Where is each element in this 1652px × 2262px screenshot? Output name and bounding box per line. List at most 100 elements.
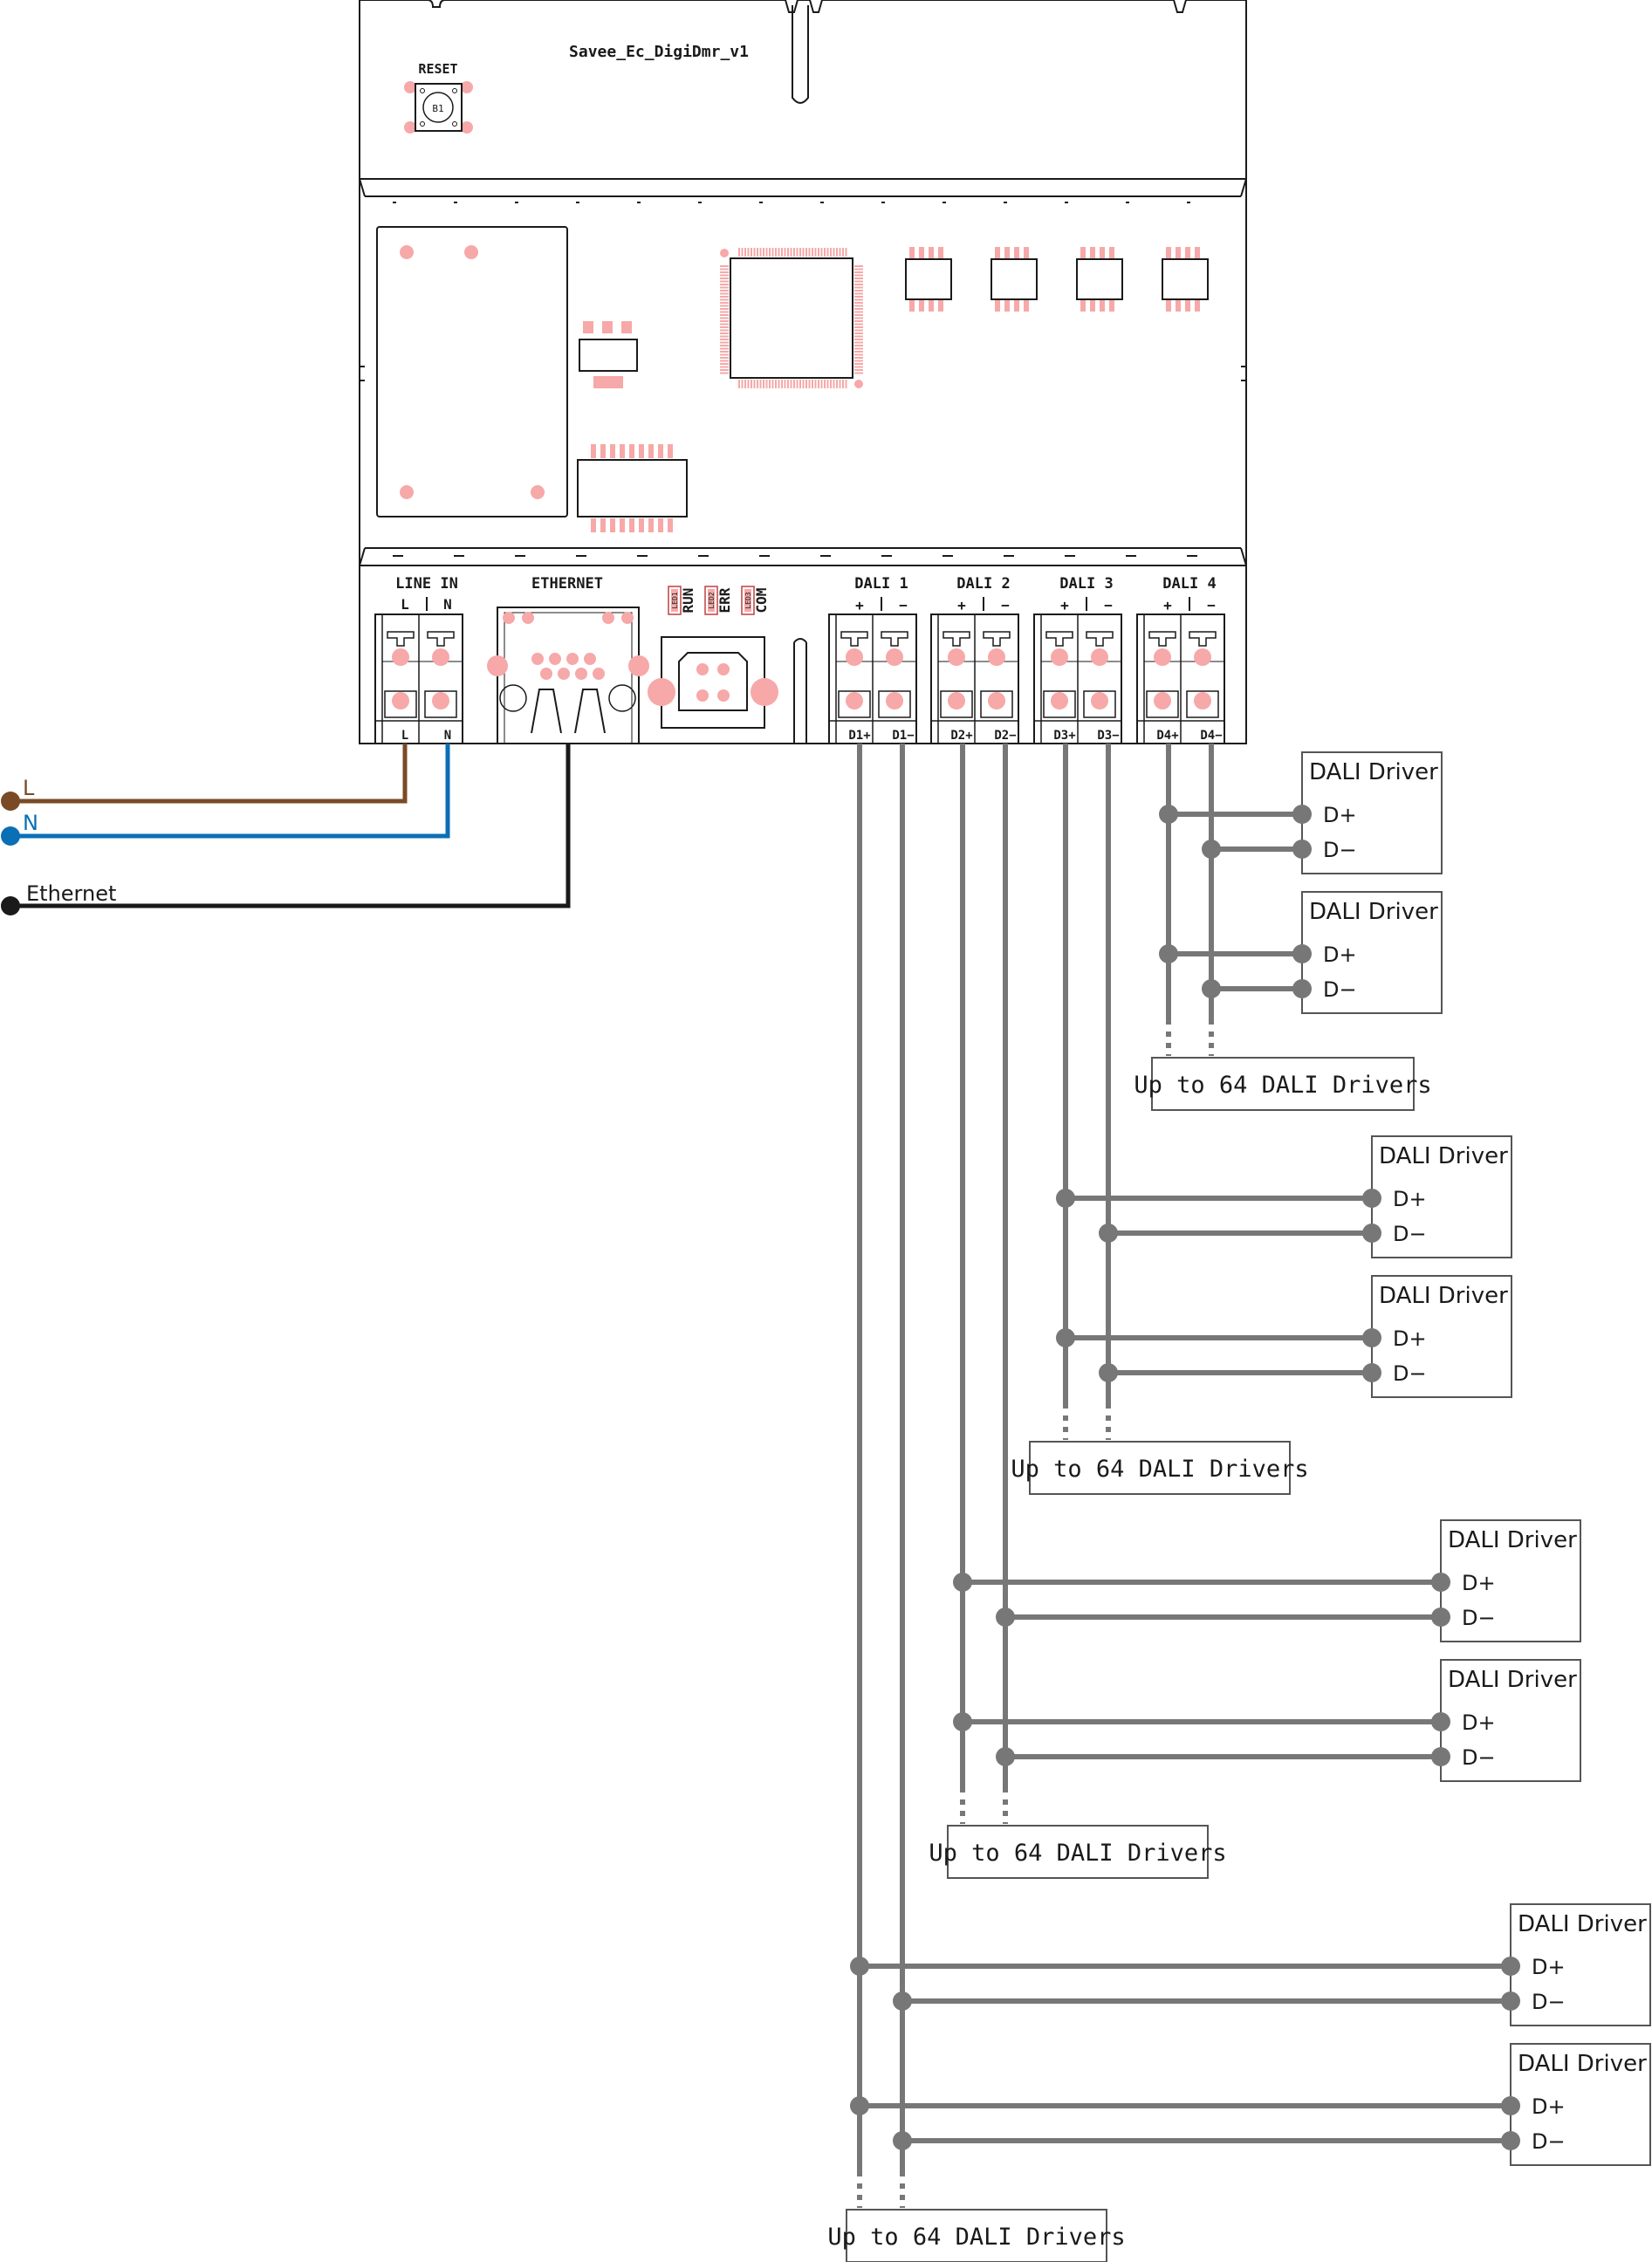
line-in-bottom-l: L [401, 729, 408, 743]
wire-label-l: L [23, 776, 35, 800]
driver-minus-label: D− [1323, 977, 1357, 1002]
driver-plus-label: D+ [1462, 1710, 1496, 1735]
reset-button-ref: B1 [432, 103, 443, 114]
driver-summary: Up to 64 DALI Drivers [929, 1825, 1227, 1879]
led-label: COM [753, 588, 770, 613]
regulator-chip [579, 339, 638, 372]
dali-2-minus-label: − [1001, 597, 1010, 613]
driver-title: DALI Driver [1448, 1527, 1577, 1553]
dali-4-bottom-minus: D4− [1200, 729, 1222, 743]
driver-title: DALI Driver [1309, 759, 1438, 785]
reset-button[interactable]: B1 [404, 81, 473, 134]
driver-summary: Up to 64 DALI Drivers [1134, 1057, 1432, 1111]
driver-summary: Up to 64 DALI Drivers [1011, 1441, 1309, 1495]
dali-4-minus-label: − [1207, 597, 1216, 613]
driver-plus-label: D+ [1323, 942, 1357, 967]
wire-label-n: N [23, 811, 38, 835]
driver-plus-label: D+ [1532, 2094, 1566, 2119]
pcb-components [376, 226, 1209, 532]
dali-2-label: DALI 2 [956, 575, 1010, 593]
driver-minus-label: D− [1393, 1361, 1427, 1386]
led-label: RUN [680, 588, 696, 613]
driver-minus-label: D− [1462, 1745, 1496, 1770]
dali-buses [857, 744, 1214, 2208]
dali-1-bottom-minus: D1− [892, 729, 914, 743]
dali-3-label: DALI 3 [1059, 575, 1113, 593]
dali-4-label: DALI 4 [1162, 575, 1216, 593]
board-name: Savee_Ec_DigiDmr_v1 [569, 43, 749, 61]
module-enclosure [359, 0, 1247, 744]
driver-summary-label: Up to 64 DALI Drivers [1134, 1072, 1431, 1099]
dali-2-bottom-plus: D2+ [950, 729, 972, 743]
input-wires [1, 744, 571, 915]
line-in-bottom-n: N [444, 729, 451, 743]
ethernet-label: ETHERNET [531, 575, 603, 593]
mcu-chip [730, 257, 853, 379]
usb-port[interactable] [648, 636, 778, 729]
dali-transceiver-chip [991, 247, 1038, 312]
reset-label: RESET [418, 61, 457, 77]
terminal-blocks: DALI 1 + − D1+ D1− DALI 2 + − D2+ D2− DALI 3 + − D3+ D… [374, 575, 1225, 744]
driver-plus-label: D+ [1393, 1187, 1427, 1211]
driver-plus-label: D+ [1323, 803, 1357, 827]
dali-1-bottom-plus: D1+ [848, 729, 870, 743]
driver-summary-label: Up to 64 DALI Drivers [929, 1840, 1226, 1867]
dali-transceiver-chip [1162, 247, 1209, 312]
dali-2-plus-label: + [957, 597, 966, 613]
led-ref: LED1 [671, 592, 679, 608]
led-label: ERR [716, 587, 733, 613]
driver-plus-label: D+ [1393, 1326, 1427, 1351]
dali-1-bus [857, 744, 905, 2208]
driver-minus-label: D− [1532, 1990, 1566, 2014]
driver-plus-label: D+ [1462, 1571, 1496, 1595]
dali-2-bus [960, 744, 1008, 1824]
line-in-label: LINE IN [395, 575, 458, 593]
dali-transceiver-chip [905, 247, 952, 312]
driver-summary: Up to 64 DALI Drivers [827, 2209, 1126, 2262]
driver-title: DALI Driver [1379, 1143, 1508, 1169]
dali-1-plus-label: + [855, 597, 864, 613]
dali-4-bus [1166, 744, 1214, 1056]
dali-3-plus-label: + [1060, 597, 1069, 613]
driver-chip [577, 459, 688, 518]
led-ref: LED2 [708, 592, 716, 608]
driver-title: DALI Driver [1518, 1911, 1647, 1937]
ethernet-port[interactable] [487, 607, 649, 744]
driver-title: DALI Driver [1518, 2051, 1647, 2077]
dali-3-bus [1063, 744, 1111, 1440]
driver-title: DALI Driver [1379, 1283, 1508, 1309]
driver-minus-label: D− [1393, 1222, 1427, 1246]
line-in-pin-l: L [401, 596, 409, 613]
driver-summary-label: Up to 64 DALI Drivers [1011, 1456, 1308, 1483]
dali-3-bottom-plus: D3+ [1053, 729, 1075, 743]
driver-minus-label: D− [1532, 2129, 1566, 2154]
dali-1-label: DALI 1 [854, 575, 908, 593]
driver-minus-label: D− [1462, 1606, 1496, 1630]
driver-title: DALI Driver [1448, 1667, 1577, 1693]
driver-plus-label: D+ [1532, 1955, 1566, 1979]
dali-1-minus-label: − [899, 597, 908, 613]
dali-4-bottom-plus: D4+ [1156, 729, 1178, 743]
dali-3-bottom-minus: D3− [1097, 729, 1119, 743]
led-ref: LED3 [744, 592, 752, 608]
wire-label-ethernet: Ethernet [26, 881, 116, 906]
dali-2-bottom-minus: D2− [994, 729, 1016, 743]
